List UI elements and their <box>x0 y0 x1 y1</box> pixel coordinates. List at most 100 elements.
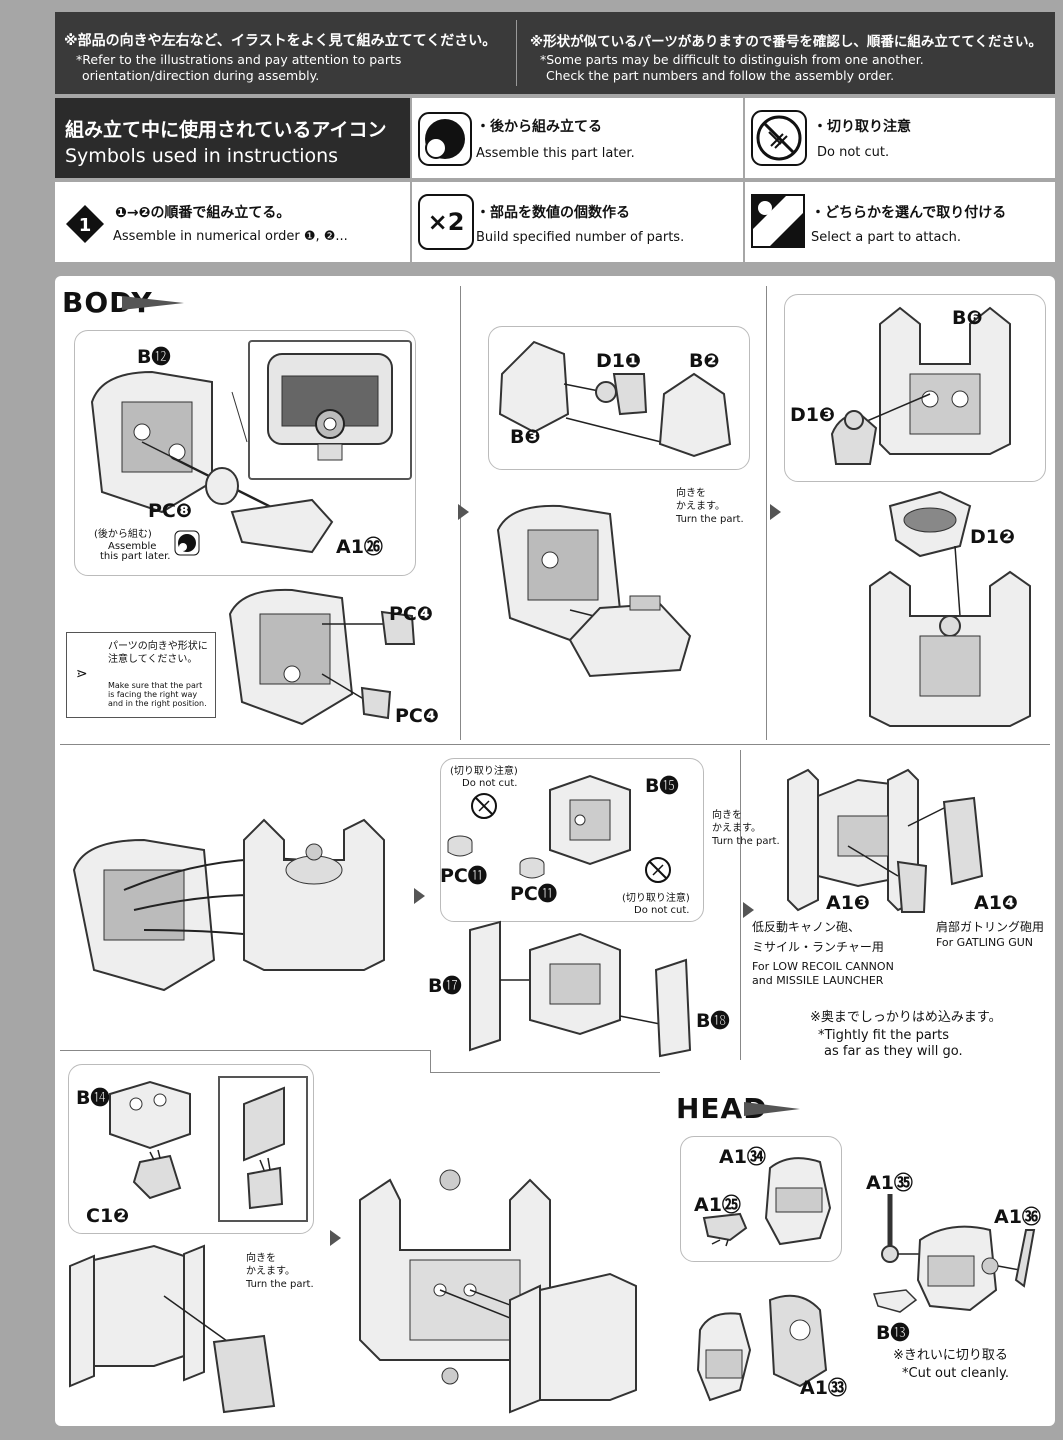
step7-turn-en: Turn the part. <box>246 1279 314 1290</box>
part-label-pc8: PC❽ <box>148 500 192 522</box>
tight-fit-jp: ※奥までしっかりはめ込みます。 <box>810 1010 1002 1025</box>
notice-left-en1: *Refer to the illustrations and pay atte… <box>76 52 402 67</box>
step7-detail-drawing <box>243 1086 285 1210</box>
step-arrow <box>458 504 469 520</box>
warn-jp1: パーツの向きや形状に <box>108 641 208 652</box>
part-label-a1-36: A1㊱ <box>994 1206 1041 1228</box>
divider <box>430 1072 660 1073</box>
pc11-part-a <box>447 835 473 857</box>
step2-drawing <box>498 340 732 458</box>
legend-multi: ×2 ・部品を数値の個数作る Build specified number of… <box>412 182 743 262</box>
turn-en: Turn the part. <box>676 514 744 525</box>
step-arrow <box>414 888 425 904</box>
step7-turn-jp2: かえます。 <box>246 1266 295 1277</box>
tight-fit-en1: *Tightly fit the parts <box>818 1028 949 1043</box>
notice-left-en2: orientation/direction during assembly. <box>82 68 320 83</box>
legend-order: 1 ❶→❷の順番で組み立てる。 Assemble in numerical or… <box>55 182 410 262</box>
divider <box>60 744 1050 745</box>
part-label-pc4-b: PC❹ <box>395 705 439 727</box>
do-not-cut-icon <box>751 110 807 166</box>
part-label-d1-1: D1❶ <box>596 350 642 372</box>
notice-left-jp: ※部品の向きや左右など、イラストをよく見て組み立ててください。 <box>64 33 497 49</box>
step5-b15-drawing <box>549 774 631 866</box>
legend-select-jp: ・どちらかを選んで取り付ける <box>811 205 1007 221</box>
turn-jp1: 向きを <box>676 488 706 499</box>
divider <box>430 1050 431 1072</box>
assemble-later-icon <box>174 530 200 556</box>
step5-assembly-drawing <box>469 920 692 1058</box>
head-title-arrow <box>744 1102 800 1116</box>
notice-left: ※部品の向きや左右など、イラストをよく見て組み立ててください。 *Refer t… <box>64 30 496 84</box>
legend-order-en: Assemble in numerical order ❶, ❷... <box>113 229 348 244</box>
part-label-d1-2: D1❷ <box>970 526 1016 548</box>
legend-multi-jp: ・部品を数値の個数作る <box>476 205 630 221</box>
nocut1-en: Do not cut. <box>462 778 518 789</box>
legend-nocut-en: Do not cut. <box>817 145 890 160</box>
step3-result-drawing <box>869 490 1031 727</box>
legend-title-box: 組み立て中に使用されているアイコン Symbols used in instru… <box>55 98 410 178</box>
cannon-en2: and MISSILE LAUNCHER <box>752 974 884 987</box>
warn-en2: is facing the right way <box>108 690 198 699</box>
legend-later-jp: ・後から組み立てる <box>476 119 602 135</box>
step7-turn-jp1: 向きを <box>246 1253 276 1264</box>
cut-note-en: *Cut out cleanly. <box>902 1366 1010 1381</box>
step6-turn-jp2: かえます。 <box>712 823 761 834</box>
warn-jp2: 注意してください。 <box>108 654 198 665</box>
step3-drawing <box>830 306 1011 465</box>
notice-right-en2: Check the part numbers and follow the as… <box>546 68 895 83</box>
warn-en3: and in the right position. <box>108 699 207 708</box>
part-label-a1-34: A1㉞ <box>719 1146 766 1168</box>
part-label-b18: B⓲ <box>696 1010 730 1032</box>
select-part-icon <box>751 194 805 248</box>
nocut2-jp: (切り取り注意) <box>622 893 690 904</box>
step1-result-drawing <box>228 588 416 726</box>
legend-nocut: ・切り取り注意 Do not cut. <box>745 98 1055 178</box>
notice-right-jp: ※形状が似ているパーツがありますので番号を確認し、順番に組み立ててください。 <box>530 34 1042 50</box>
step6-turn-jp1: 向きを <box>712 810 742 821</box>
part-label-a1-25: A1㉕ <box>694 1194 741 1216</box>
part-label-b14: B⓮ <box>76 1087 110 1109</box>
turn-jp2: かえます。 <box>676 501 725 512</box>
warning-arrow-icon: ⋗ <box>76 666 88 682</box>
do-not-cut-icon <box>471 793 497 819</box>
head-step2-drawing <box>696 1294 828 1402</box>
step6-drawing <box>787 768 984 913</box>
divider <box>60 1050 430 1051</box>
legend-select: ・どちらかを選んで取り付ける Select a part to attach. <box>745 182 1055 262</box>
part-label-a1-33: A1㉝ <box>800 1377 847 1399</box>
step-arrow <box>330 1230 341 1246</box>
tight-fit-en2: as far as they will go. <box>824 1044 963 1059</box>
cannon-jp2: ミサイル・ランチャー用 <box>752 940 884 954</box>
part-label-b6: B❻ <box>952 307 983 329</box>
legend-select-en: Select a part to attach. <box>811 230 961 245</box>
notice-right-en1: *Some parts may be difficult to distingu… <box>540 52 924 67</box>
divider <box>766 286 767 740</box>
do-not-cut-icon <box>645 857 671 883</box>
order-diamond-icon: 1 <box>66 205 104 243</box>
orientation-warning-box <box>66 632 216 718</box>
step2-result-drawing <box>496 504 692 678</box>
part-label-a1-35: A1㉟ <box>866 1172 913 1194</box>
later-label-jp: (後から組む) <box>94 529 152 540</box>
part-label-c1-2: C1❷ <box>86 1205 130 1227</box>
step6-turn-en: Turn the part. <box>712 836 780 847</box>
step-arrow <box>770 504 781 520</box>
part-label-a1-4: A1❹ <box>974 892 1019 914</box>
later-label-en2: this part later. <box>100 551 171 562</box>
step4-drawing <box>72 818 385 992</box>
part-label-pc11-a: PC⓫ <box>440 865 487 887</box>
cut-note-jp: ※きれいに切り取る <box>893 1348 1008 1363</box>
gatling-jp: 肩部ガトリング砲用 <box>936 920 1045 934</box>
body-title-arrow <box>122 296 184 310</box>
part-label-d1-3: D1❸ <box>790 404 836 426</box>
legend-title-jp: 組み立て中に使用されているアイコン <box>65 119 387 141</box>
legend-order-jp: ❶→❷の順番で組み立てる。 <box>115 205 291 221</box>
divider <box>740 750 741 1060</box>
nocut1-jp: (切り取り注意) <box>450 766 518 777</box>
step7-b14-drawing <box>109 1080 191 1200</box>
head-step1-drawing <box>702 1157 832 1247</box>
notice-divider <box>516 20 517 86</box>
notice-right: ※形状が似ているパーツがありますので番号を確認し、順番に組み立ててください。 *… <box>530 30 1042 84</box>
step1-detail-drawing <box>267 353 393 461</box>
part-label-b12: B⓬ <box>137 346 171 368</box>
